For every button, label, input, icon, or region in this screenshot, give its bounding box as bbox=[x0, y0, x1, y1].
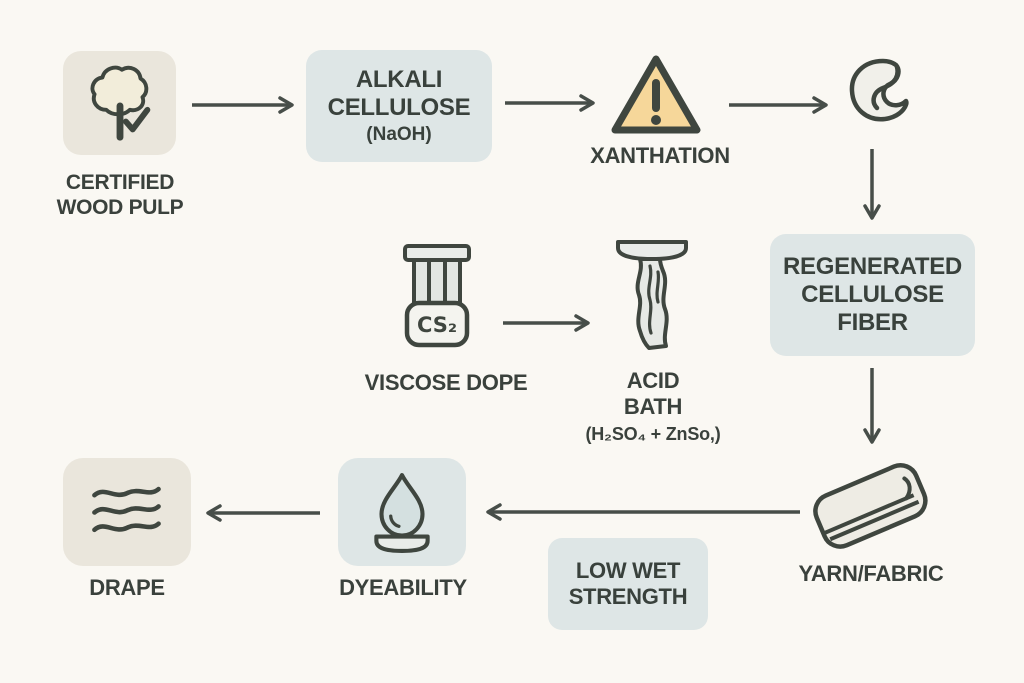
alkali-cellulose-subtitle: (NaOH) bbox=[366, 123, 432, 145]
fabric-waves-icon bbox=[92, 486, 161, 533]
arrow-alkali-to-xanthation bbox=[505, 94, 595, 112]
tree-with-checkmark-icon bbox=[90, 65, 150, 141]
dye-droplet-icon bbox=[374, 473, 430, 553]
arrow-regenerated-to-yarn bbox=[863, 368, 881, 444]
xanthation-label: XANTHATION bbox=[590, 143, 730, 168]
acid-bath-formula: (H₂SO₄ + ZnSo,) bbox=[585, 424, 721, 444]
cs2-text: CS₂ bbox=[417, 313, 457, 337]
alkali-cellulose-title: ALKALI CELLULOSE bbox=[327, 66, 471, 121]
arrow-fiber-to-regenerated bbox=[863, 149, 881, 220]
dyeability-node bbox=[338, 458, 466, 566]
low-wet-strength-node: LOW WET STRENGTH bbox=[548, 538, 708, 630]
alkali-cellulose-node: ALKALI CELLULOSE (NaOH) bbox=[306, 50, 492, 162]
wood-pulp-node bbox=[63, 51, 176, 155]
arrow-viscose-to-acidbath bbox=[503, 314, 590, 332]
wood-pulp-label: CERTIFIED WOOD PULP bbox=[56, 171, 184, 219]
yarn-fabric-label: YARN/FABRIC bbox=[798, 561, 944, 586]
folded-fabric-icon bbox=[813, 463, 928, 549]
acid-bath-label: ACID BATH bbox=[623, 368, 683, 419]
filter-press-cs2-icon: CS₂ bbox=[403, 244, 471, 348]
pouring-liquid-icon bbox=[616, 240, 688, 350]
drape-label: DRAPE bbox=[89, 575, 165, 600]
fiber-swirl-icon bbox=[849, 58, 909, 122]
drape-node bbox=[63, 458, 191, 566]
low-wet-strength-title: LOW WET STRENGTH bbox=[568, 558, 688, 609]
warning-triangle-icon bbox=[611, 55, 701, 134]
arrow-woodpulp-to-alkali bbox=[192, 96, 294, 114]
regenerated-cellulose-title: REGENERATED CELLULOSE FIBER bbox=[783, 253, 962, 336]
dyeability-label: DYEABILITY bbox=[339, 575, 467, 600]
arrow-yarn-to-dyeability bbox=[486, 503, 800, 521]
viscose-dope-label: VISCOSE DOPE bbox=[364, 370, 528, 395]
arrow-xanthation-to-fiber bbox=[729, 96, 828, 114]
regenerated-cellulose-node: REGENERATED CELLULOSE FIBER bbox=[770, 234, 975, 356]
arrow-dyeability-to-drape bbox=[206, 504, 320, 522]
